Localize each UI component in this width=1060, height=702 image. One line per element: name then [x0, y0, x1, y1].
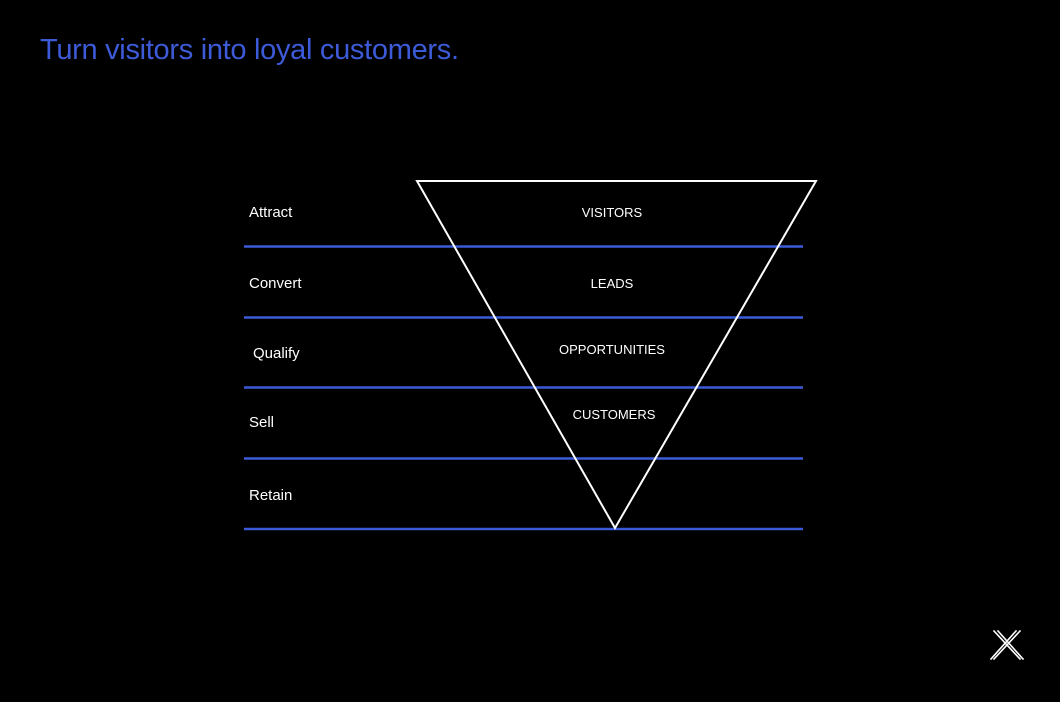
x-logo-icon	[990, 629, 1024, 661]
segment-label-visitors: VISITORS	[581, 205, 643, 220]
page-title: Turn visitors into loyal customers.	[40, 34, 459, 66]
stage-label-convert: Convert	[249, 275, 302, 292]
segment-label-opportunities: OPPORTUNITIES	[559, 342, 665, 357]
stage-label-attract: Attract	[249, 204, 293, 221]
stage-label-sell: Sell	[249, 414, 275, 431]
funnel-triangle	[415, 180, 818, 531]
segment-label-leads: LEADS	[590, 276, 634, 291]
segment-label-customers: CUSTOMERS	[572, 407, 656, 422]
stage-label-retain: Retain	[249, 487, 293, 504]
stage-label-qualify: Qualify	[253, 345, 300, 362]
